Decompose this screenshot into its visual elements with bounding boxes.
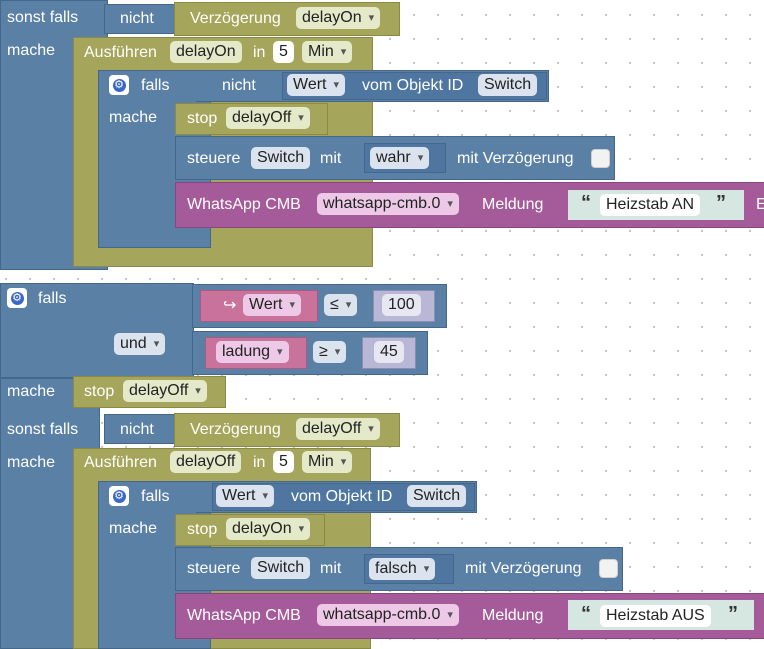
gear-icon[interactable]: ⚙ — [109, 486, 129, 506]
open-quote-icon: “ — [581, 603, 591, 625]
return-arrow-icon: ↪ — [223, 297, 237, 314]
whatsapp-label: WhatsApp CMB — [187, 196, 301, 213]
stop-label: stop — [187, 521, 218, 538]
else-if-label: sonst falls — [7, 9, 79, 26]
object-id-label: vom Objekt ID — [291, 488, 393, 505]
gear-icon[interactable]: ⚙ — [7, 288, 27, 308]
stop-var-dropdown[interactable]: delayOff — [123, 380, 207, 402]
stop-label: stop — [84, 383, 115, 400]
op1-dropdown[interactable]: ≤ — [324, 294, 358, 316]
and-dropdown[interactable]: und — [114, 333, 166, 355]
num2-input[interactable]: 45 — [374, 341, 404, 363]
execute-label: Ausführen — [84, 454, 157, 471]
not-label: nicht — [120, 10, 154, 27]
else-if-label: sonst falls — [7, 421, 79, 438]
with-label: mit — [320, 560, 342, 577]
unit-dropdown[interactable]: Min — [302, 451, 353, 473]
not-block[interactable] — [104, 414, 180, 444]
var1-dropdown[interactable]: Wert — [243, 294, 302, 316]
stop-var-dropdown[interactable]: delayOn — [226, 518, 311, 540]
delay-label: Verzögerung — [190, 421, 281, 438]
delay-var-dropdown[interactable]: delayOff — [296, 418, 380, 440]
message-label: Meldung — [482, 196, 544, 213]
do-label: mache — [7, 383, 56, 400]
value-select[interactable]: wahr — [370, 147, 430, 169]
minutes-input[interactable]: 5 — [273, 41, 294, 63]
close-quote-icon: ” — [728, 603, 738, 625]
stop-label: stop — [187, 110, 218, 127]
value-dropdown[interactable]: Wert — [287, 74, 346, 96]
value-dropdown[interactable]: Wert — [216, 485, 275, 507]
minutes-input[interactable]: 5 — [273, 451, 294, 473]
message-label: Meldung — [482, 607, 544, 624]
with-label: mit — [320, 150, 342, 167]
with-delay-label: mit Verzögerung — [457, 150, 574, 167]
do-label: mache — [7, 454, 56, 471]
stop-var-dropdown[interactable]: delayOff — [226, 107, 310, 129]
control-object-field[interactable]: Switch — [251, 147, 311, 169]
object-id-field[interactable]: Switch — [407, 485, 467, 507]
execute-label: Ausführen — [84, 44, 157, 61]
not-label: nicht — [222, 77, 256, 94]
object-id-label: vom Objekt ID — [362, 77, 464, 94]
exec-var-field[interactable]: delayOn — [170, 41, 242, 63]
close-quote-icon: ” — [716, 192, 726, 214]
unit-dropdown[interactable]: Min — [302, 41, 353, 63]
do-label: mache — [7, 42, 56, 59]
value-select[interactable]: falsch — [369, 558, 436, 580]
control-object-field[interactable]: Switch — [251, 557, 311, 579]
delay-label: Verzögerung — [190, 10, 281, 27]
in-label: in — [253, 454, 266, 471]
instance-dropdown[interactable]: whatsapp-cmb.0 — [317, 604, 459, 626]
with-delay-label: mit Verzögerung — [465, 560, 582, 577]
truncated-label: E — [756, 196, 764, 213]
control-label: steuere — [187, 150, 241, 167]
do-label: mache — [109, 109, 158, 126]
delay-checkbox[interactable] — [599, 559, 618, 578]
message-input[interactable]: Heizstab AN — [600, 194, 701, 216]
control-label: steuere — [187, 560, 241, 577]
instance-dropdown[interactable]: whatsapp-cmb.0 — [317, 193, 459, 215]
num1-input[interactable]: 100 — [382, 294, 421, 316]
not-label: nicht — [120, 421, 154, 438]
in-label: in — [253, 44, 266, 61]
gear-icon[interactable]: ⚙ — [109, 75, 129, 95]
delay-checkbox[interactable] — [591, 149, 610, 168]
if-label: falls — [141, 77, 170, 94]
if-label: falls — [141, 488, 170, 505]
var2-dropdown[interactable]: ladung — [216, 341, 289, 363]
delay-var-dropdown[interactable]: delayOn — [296, 7, 381, 29]
if-label: falls — [38, 290, 67, 307]
whatsapp-label: WhatsApp CMB — [187, 607, 301, 624]
do-label: mache — [109, 520, 158, 537]
open-quote-icon: “ — [581, 192, 591, 214]
op2-dropdown[interactable]: ≥ — [313, 341, 347, 363]
exec-var-field[interactable]: delayOff — [170, 451, 242, 473]
message-input[interactable]: Heizstab AUS — [600, 605, 711, 627]
object-id-field[interactable]: Switch — [478, 74, 538, 96]
not-block[interactable] — [104, 4, 180, 34]
